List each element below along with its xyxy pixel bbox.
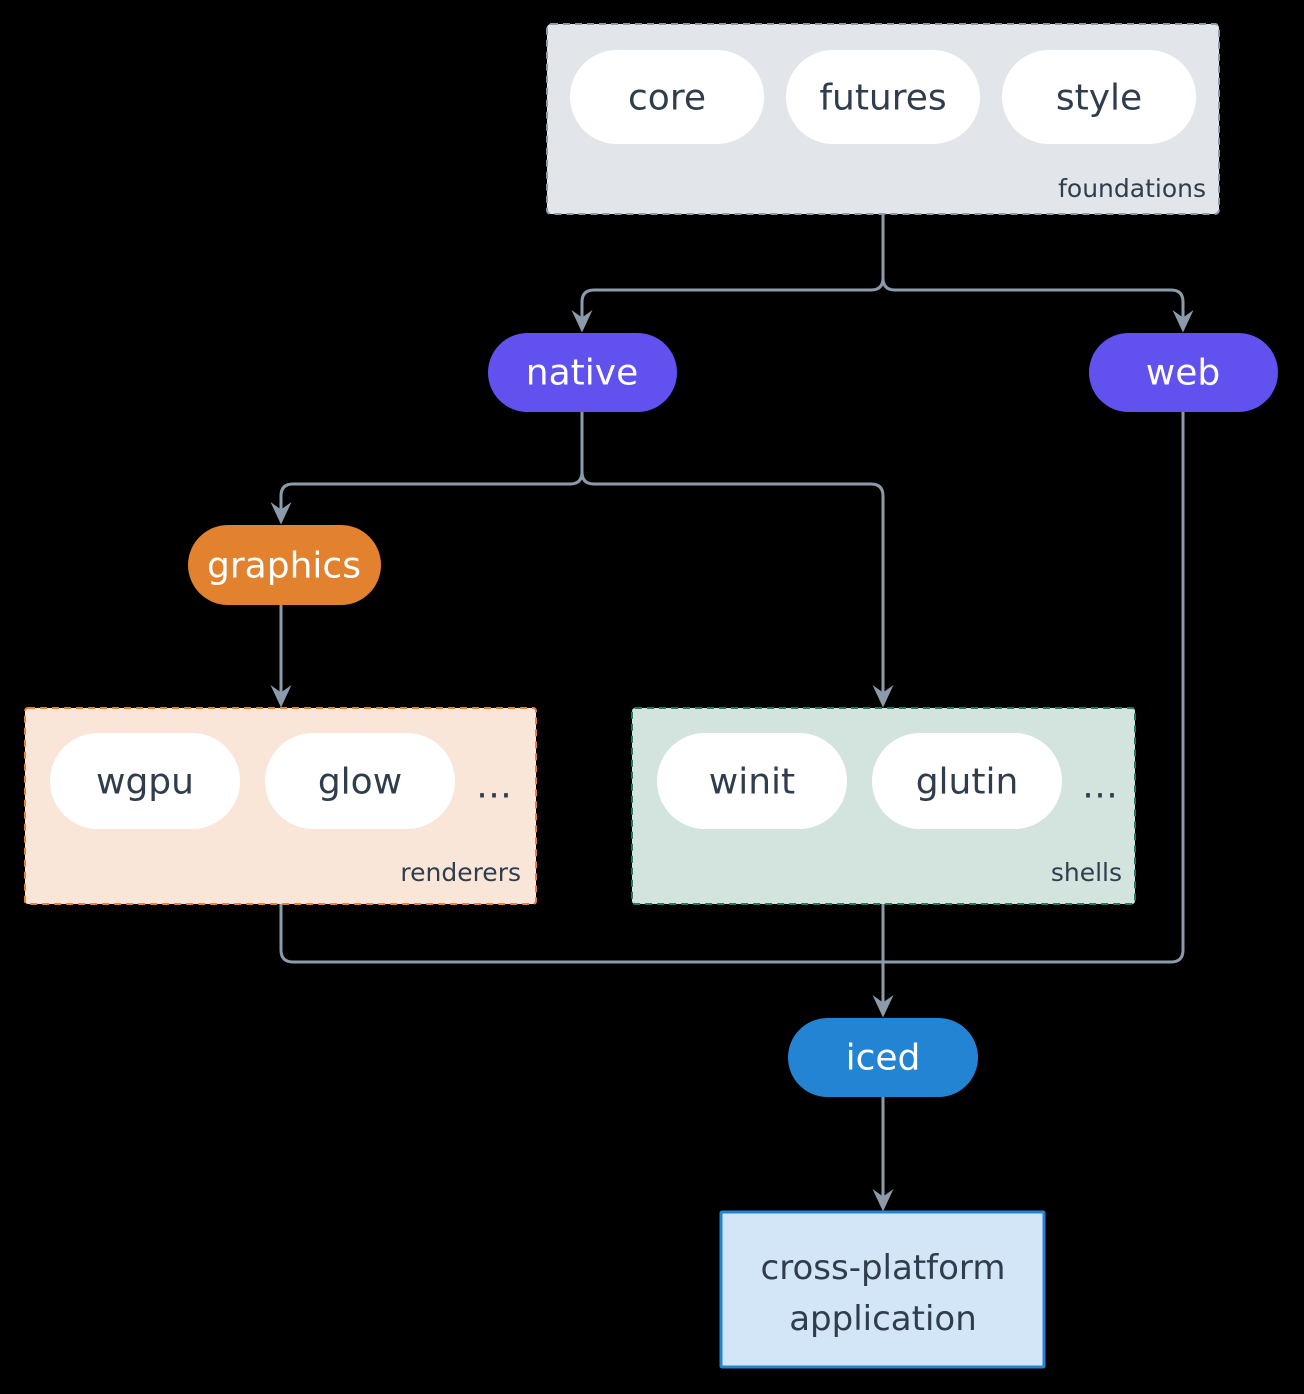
pill-style[interactable] [1002,50,1196,144]
pill-futures[interactable] [786,50,980,144]
node-graphics[interactable]: graphics [188,525,381,605]
pill-glutin[interactable] [872,733,1062,829]
pill-glutin-label: glutin [916,762,1019,803]
node-iced-label: iced [846,1038,921,1079]
pill-wgpu-label: wgpu [96,762,194,803]
pill-core-label: core [628,78,706,119]
node-application-label-line1: cross-platform [761,1248,1006,1288]
edge-native-shells [580,410,894,708]
pill-style-label: style [1056,78,1142,119]
edge-renderers-iced [279,902,885,964]
shells-ellipsis: … [1082,766,1120,807]
edge-web-iced [881,410,1185,964]
node-iced-shape[interactable] [788,1018,978,1097]
renderers-ellipsis: … [476,766,514,807]
node-web-shape[interactable] [1089,333,1278,412]
node-native[interactable]: native [488,333,677,412]
edge-foundations-web [881,212,1194,333]
pill-core[interactable] [570,50,764,144]
node-graphics-shape[interactable] [188,525,381,605]
pill-glow-label: glow [318,762,402,803]
node-native-label: native [526,353,638,394]
cluster-shells: winit glutin … shells [631,707,1136,905]
node-application-label-line2: application [789,1299,977,1339]
pill-winit[interactable] [657,733,847,829]
cluster-shells-label: shells [1051,858,1122,887]
pill-futures-label: futures [819,78,946,119]
cluster-foundations-label: foundations [1058,174,1206,203]
node-native-shape[interactable] [488,333,677,412]
pill-wgpu[interactable] [50,733,240,829]
cluster-renderers-label: renderers [400,858,521,887]
node-web[interactable]: web [1089,333,1278,412]
node-application-shape[interactable] [719,1210,1046,1369]
node-iced[interactable]: iced [788,1018,978,1097]
node-web-label: web [1146,353,1220,394]
cluster-foundations: core futures style foundations [546,23,1220,215]
node-graphics-label: graphics [207,546,361,587]
cluster-renderers: wgpu glow … renderers [24,707,537,905]
pill-winit-label: winit [709,762,795,803]
node-cross-platform-application[interactable]: cross-platform application [719,1210,1046,1369]
pill-glow[interactable] [265,733,455,829]
